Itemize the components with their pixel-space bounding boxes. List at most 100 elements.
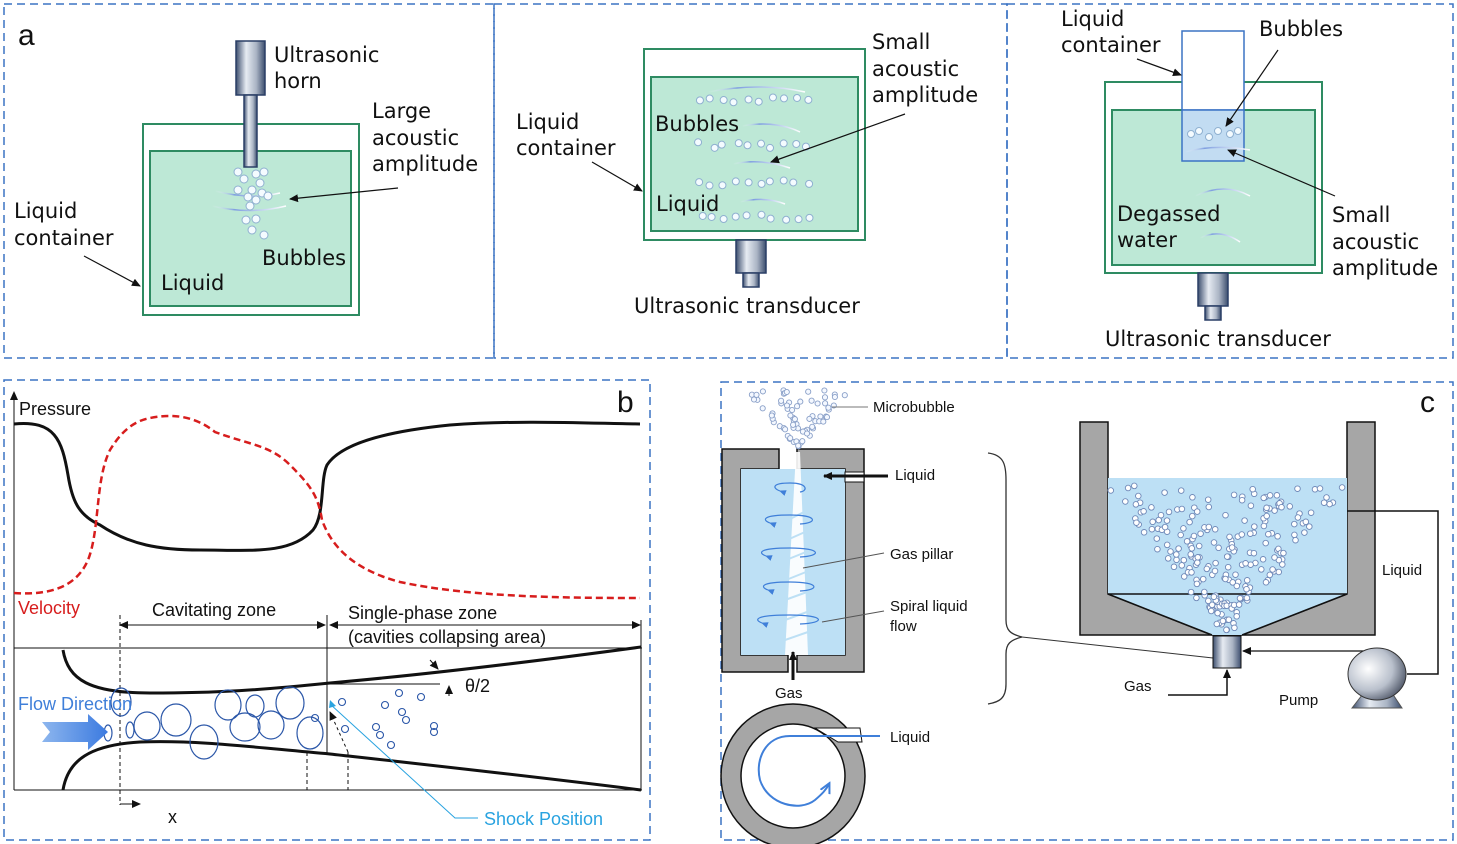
amp-label-1: Small [1332, 203, 1390, 227]
microbubble [820, 418, 827, 425]
bubble [247, 185, 257, 195]
tank-bubble [1167, 548, 1174, 555]
collapsing-bubble [394, 688, 404, 698]
microbubble [799, 438, 806, 445]
tank-bubble [1266, 492, 1274, 499]
transducer-body [735, 239, 767, 274]
amp-label-2: acoustic [1332, 230, 1419, 254]
panel-a-bath-setup: Small acoustic amplitude Liquid containe… [516, 30, 978, 318]
tank-bubble [1286, 503, 1294, 510]
tank-bubble [1163, 517, 1171, 524]
tank-bubble [1194, 554, 1202, 561]
container-label-1: Liquid [1061, 7, 1124, 31]
bubble [718, 181, 727, 190]
amp-label-3: amplitude [372, 152, 478, 176]
acoustic-wave [1199, 233, 1241, 243]
microbubble [782, 426, 789, 433]
x-label: x [168, 807, 177, 827]
microbubble [805, 388, 812, 395]
amp-arrow [770, 113, 906, 164]
tank-bubble [1279, 561, 1286, 568]
bubble [744, 95, 753, 104]
bubble [259, 167, 269, 177]
flow-direction-arrow [42, 714, 108, 750]
tank-bubble [1224, 563, 1232, 571]
tank-bubble [1193, 580, 1201, 588]
acoustic-wave [739, 198, 786, 205]
shock-position-label: Shock Position [484, 809, 603, 829]
container-label-2: container [516, 136, 616, 160]
tank-bubble [1189, 512, 1196, 520]
bubble [255, 178, 265, 188]
container-arrow [83, 255, 141, 287]
tank-funnel-right [1241, 593, 1348, 636]
shock-marker [329, 700, 336, 708]
collapsing-bubble [380, 700, 390, 710]
tank-bubble [1251, 523, 1258, 530]
tank-bubble [1258, 566, 1265, 573]
cavitation-bubbles [103, 686, 439, 760]
ring-inner [740, 723, 846, 829]
tank-bubble [1210, 593, 1218, 601]
tank-bubble [1306, 523, 1313, 530]
bubble [243, 192, 253, 202]
microbubble [814, 400, 821, 407]
water-label-2: water [1117, 228, 1177, 252]
tank-bubble [1231, 624, 1238, 632]
transducer-body [1197, 272, 1229, 307]
bubble [1226, 130, 1234, 138]
tank-bubble [1177, 487, 1185, 494]
tank-bubble [1180, 556, 1188, 564]
amp-label-1: Small [872, 30, 930, 54]
microbubble [759, 405, 766, 412]
microbubble-spray [748, 387, 848, 450]
bubble [757, 179, 766, 188]
tank-bubble [1301, 529, 1308, 536]
tank-bubble [1165, 508, 1173, 516]
tank-bubble [1205, 523, 1213, 531]
cavitation-bubble [275, 686, 305, 720]
spiral-label-2: flow [890, 618, 917, 635]
cavitation-bubble [257, 710, 285, 740]
tank-bubble [1265, 530, 1272, 538]
gas-pillar-label: Gas pillar [890, 546, 953, 563]
tank-bubble [1124, 484, 1132, 492]
tank-bubble [1243, 585, 1250, 593]
cavitation-bubble [245, 694, 265, 718]
ring-flow-arrow [757, 735, 880, 807]
gas-pillar [785, 452, 808, 655]
panel-a1-border [3, 3, 495, 359]
tank-bubble [1226, 533, 1233, 541]
cavitation-bubble [189, 724, 219, 760]
bubble [1187, 130, 1195, 138]
cavitation-bubble [229, 712, 261, 742]
bubble [766, 214, 775, 223]
bubble [241, 215, 251, 225]
collapsing-bubble [429, 721, 439, 731]
tank-bubble [1271, 507, 1278, 514]
container-label-1: Liquid [14, 199, 77, 223]
tank-bubble [1326, 500, 1333, 508]
tank-bubble [1238, 496, 1246, 504]
liquid-body [650, 76, 859, 232]
bubble [743, 141, 752, 150]
cavitation-bubble [214, 689, 242, 721]
tank-bubble [1175, 545, 1182, 552]
transducer-tip [1204, 305, 1222, 321]
tank-bubble [1230, 491, 1238, 499]
acoustic-wave [732, 161, 791, 169]
acoustic-wave [1194, 188, 1251, 197]
microbubble [795, 442, 802, 449]
microbubble [821, 394, 829, 401]
cavitation-bubble [125, 721, 135, 739]
bubble-layers [694, 93, 814, 224]
spiral-flow-arrow [757, 614, 819, 628]
amp-label-2: acoustic [872, 57, 959, 81]
inner-liquid-container [1181, 30, 1245, 111]
tank-bubble [1190, 532, 1198, 540]
bubble [251, 169, 261, 179]
bubble [805, 213, 814, 222]
amp-label-3: amplitude [1332, 256, 1438, 280]
tank-bubble [1263, 504, 1270, 512]
tank-bubble [1263, 512, 1270, 520]
